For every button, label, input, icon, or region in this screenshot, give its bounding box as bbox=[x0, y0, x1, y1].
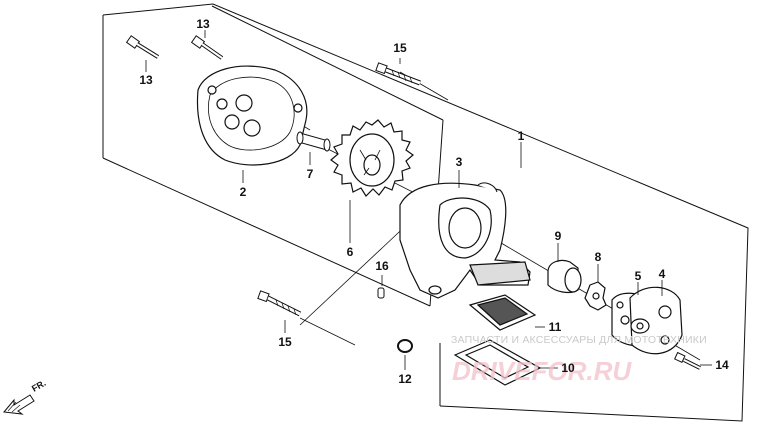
o-ring-part-12 bbox=[397, 339, 413, 353]
outer-rotor-part-9 bbox=[547, 259, 582, 294]
callout-4: 4 bbox=[659, 267, 666, 281]
callout-1: 1 bbox=[518, 129, 525, 143]
pump-body-part-3 bbox=[399, 182, 531, 299]
leader-lines bbox=[145, 30, 712, 370]
pump-cover-part-4 bbox=[629, 286, 683, 355]
callout-10: 10 bbox=[561, 361, 575, 375]
bolt-part-14 bbox=[674, 351, 701, 370]
dowel-pin-part-7 bbox=[296, 131, 331, 152]
pin-part-16 bbox=[377, 287, 385, 299]
front-direction-arrow-icon bbox=[3, 394, 35, 415]
bolt-15-bottom bbox=[257, 290, 302, 317]
callout-15-bottom: 15 bbox=[278, 335, 292, 349]
oil-screen-part-11 bbox=[468, 294, 537, 331]
callout-2: 2 bbox=[240, 185, 247, 199]
watermark-text: ЗАПЧАСТИ И АКСЕССУАРЫ ДЛЯ МОТОТЕХНИКИ bbox=[451, 334, 707, 346]
callout-6: 6 bbox=[347, 245, 354, 259]
callout-3: 3 bbox=[456, 155, 463, 169]
gasket-part-10 bbox=[453, 339, 542, 386]
bolt-15-top bbox=[375, 62, 421, 86]
callout-12: 12 bbox=[398, 372, 412, 386]
callout-9: 9 bbox=[555, 229, 562, 243]
callout-13-right: 13 bbox=[196, 17, 210, 31]
bolt-13-left bbox=[125, 35, 160, 59]
bolt-13-right bbox=[190, 35, 224, 60]
inner-rotor-part-8 bbox=[584, 281, 607, 311]
callout-16: 16 bbox=[375, 259, 389, 273]
callout-11: 11 bbox=[549, 320, 562, 334]
front-direction-label: FR. bbox=[30, 378, 48, 394]
pump-cover-part-2 bbox=[196, 65, 308, 166]
callout-13-left: 13 bbox=[139, 73, 153, 87]
callout-14: 14 bbox=[715, 358, 729, 372]
callout-8: 8 bbox=[595, 250, 602, 264]
callout-5: 5 bbox=[635, 269, 642, 283]
sprocket-part-6 bbox=[330, 119, 414, 197]
callout-15-top: 15 bbox=[393, 41, 407, 55]
callout-7: 7 bbox=[307, 167, 314, 181]
watermark-logo: DRIVEFOR.RU bbox=[452, 356, 632, 386]
